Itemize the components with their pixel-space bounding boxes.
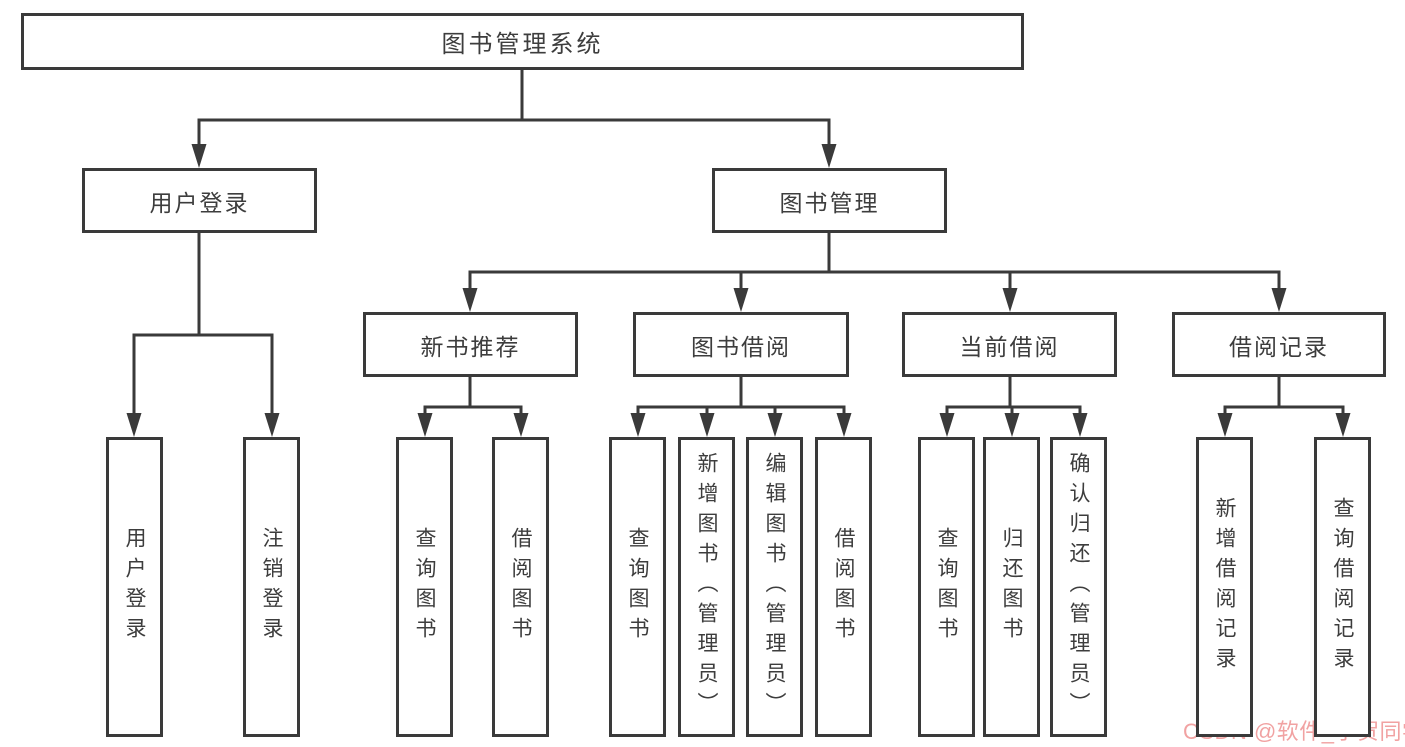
node-label: 图书管理系统 [441, 31, 604, 58]
leaf-query-books-current: 查询图书 [918, 437, 975, 737]
node-book-borrowing: 图书借阅 [633, 312, 849, 377]
node-book-management: 图书管理 [712, 168, 947, 233]
leaf-user-login: 用户登录 [106, 437, 163, 737]
node-label: 借阅图书 [832, 527, 855, 647]
leaf-add-book-admin: 新增图书（管理员） [678, 437, 735, 737]
node-label: 查询图书 [413, 527, 436, 647]
node-label: 新书推荐 [420, 333, 521, 360]
node-label: 编辑图书（管理员） [763, 452, 786, 722]
node-new-book-recommend: 新书推荐 [363, 312, 578, 377]
node-label: 用户登录 [123, 527, 146, 647]
node-label: 确认归还（管理员） [1067, 452, 1090, 722]
node-label: 归还图书 [1000, 527, 1023, 647]
leaf-borrow-books: 借阅图书 [815, 437, 872, 737]
node-label: 查询借阅记录 [1331, 497, 1354, 677]
node-label: 借阅记录 [1229, 333, 1329, 360]
node-borrowing-records: 借阅记录 [1172, 312, 1386, 377]
leaf-confirm-return-admin: 确认归还（管理员） [1050, 437, 1107, 737]
leaf-edit-book-admin: 编辑图书（管理员） [746, 437, 803, 737]
leaf-query-borrow-record: 查询借阅记录 [1314, 437, 1371, 737]
node-label: 注销登录 [260, 527, 283, 647]
node-label: 新增图书（管理员） [695, 452, 718, 722]
node-label: 查询图书 [626, 527, 649, 647]
node-label: 借阅图书 [509, 527, 532, 647]
node-current-borrowing: 当前借阅 [902, 312, 1117, 377]
leaf-query-books-recommend: 查询图书 [396, 437, 453, 737]
leaf-logout: 注销登录 [243, 437, 300, 737]
node-label: 用户登录 [149, 189, 250, 216]
node-label: 新增借阅记录 [1213, 497, 1236, 677]
node-user-login: 用户登录 [82, 168, 317, 233]
node-label: 图书借阅 [691, 333, 791, 360]
leaf-return-book: 归还图书 [983, 437, 1040, 737]
leaf-query-books-borrowing: 查询图书 [609, 437, 666, 737]
node-library-management-system: 图书管理系统 [21, 13, 1024, 70]
node-label: 当前借阅 [959, 333, 1060, 360]
node-label: 查询图书 [935, 527, 958, 647]
leaf-borrow-books-recommend: 借阅图书 [492, 437, 549, 737]
node-label: 图书管理 [779, 189, 880, 216]
leaf-add-borrow-record: 新增借阅记录 [1196, 437, 1253, 737]
